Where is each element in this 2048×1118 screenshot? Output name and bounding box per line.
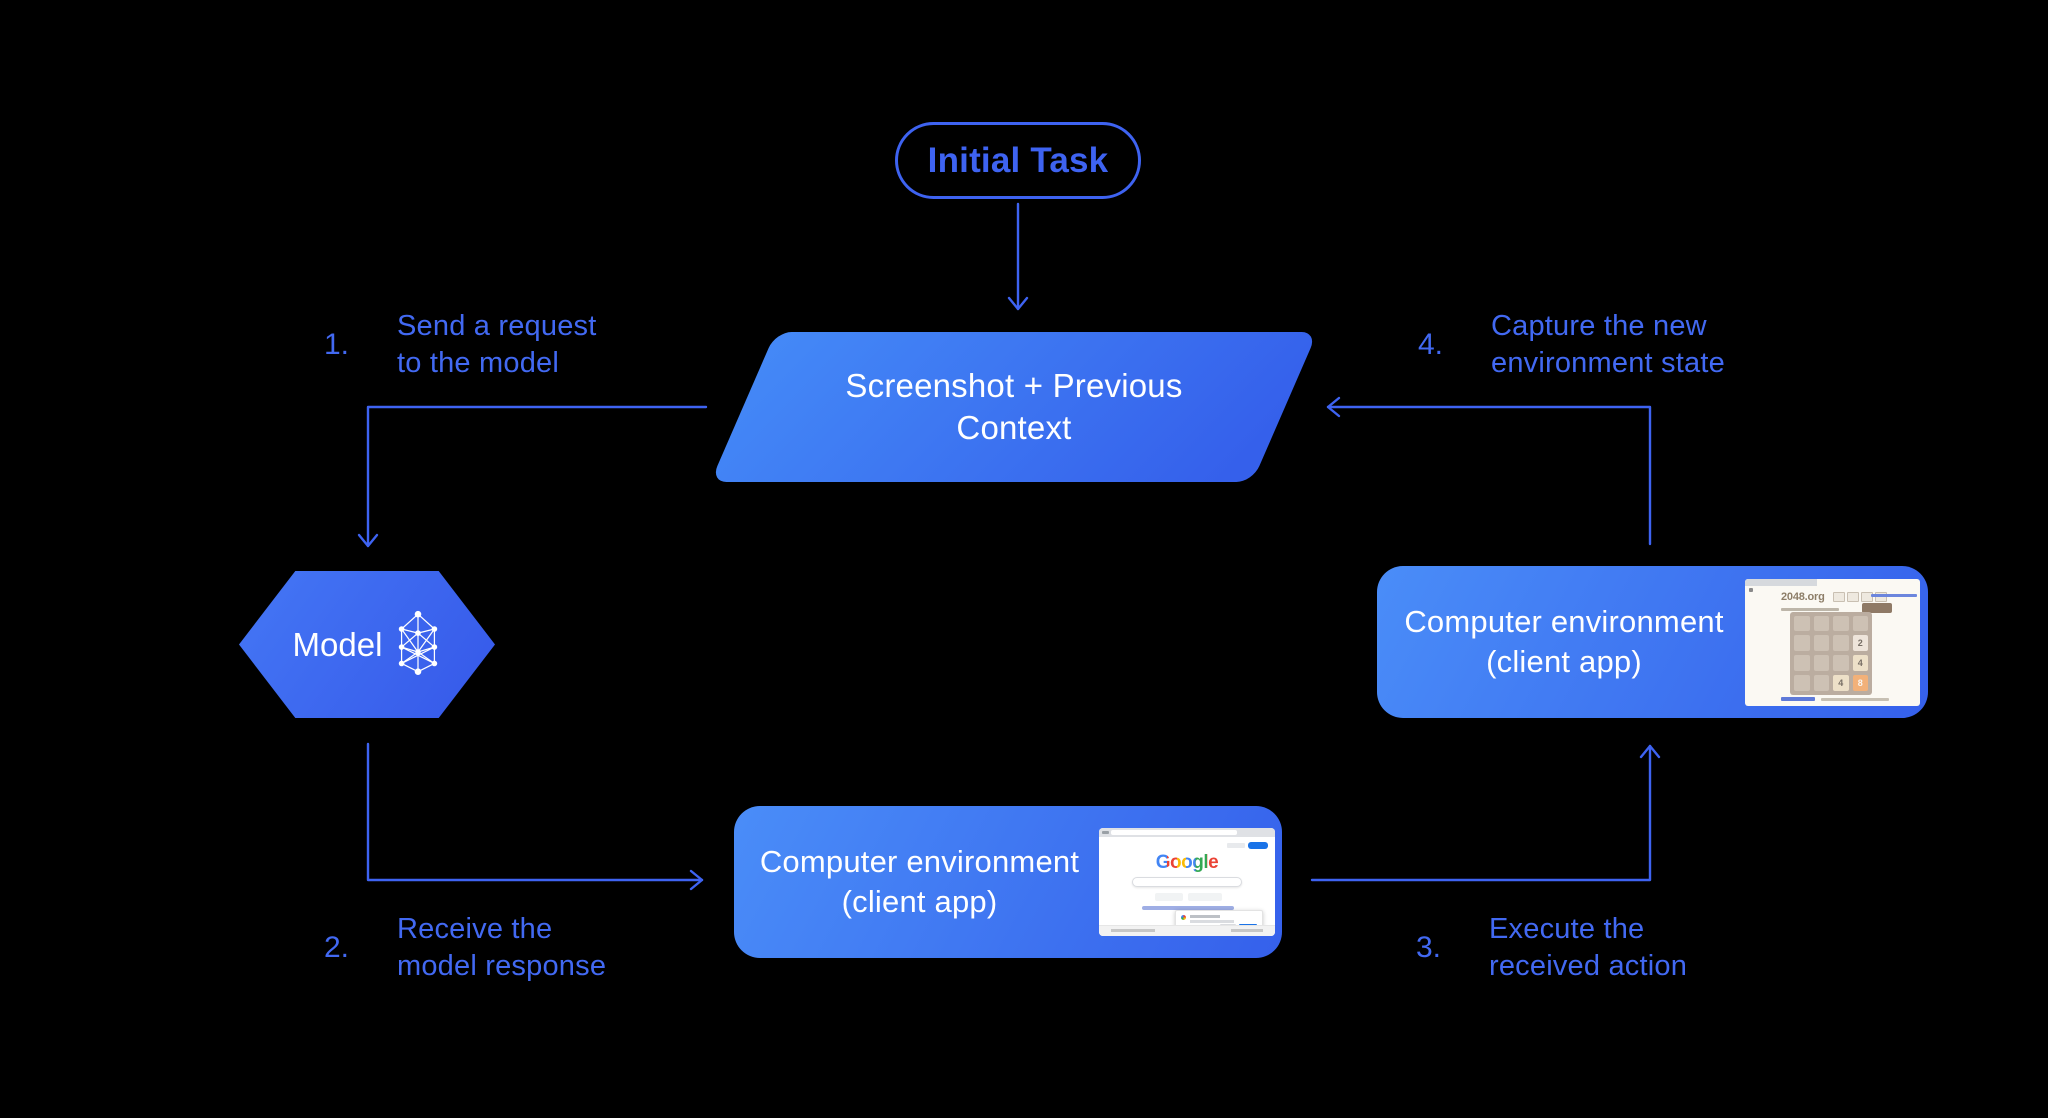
browser-menu-icons bbox=[1227, 843, 1245, 848]
grid-cell bbox=[1852, 615, 1868, 632]
initial-task-label: Initial Task bbox=[927, 140, 1109, 180]
google-search-screenshot: Google bbox=[1099, 828, 1275, 936]
dialog-text-line bbox=[1190, 920, 1234, 923]
arrow-env-to-context bbox=[1326, 396, 1652, 546]
window-controls bbox=[1102, 831, 1109, 834]
grid-cell bbox=[1833, 615, 1849, 632]
computer-environment-node-bottom: Computer environment (client app) Google bbox=[734, 806, 1282, 958]
browser-tab bbox=[1745, 578, 1817, 586]
dialog-icon bbox=[1181, 915, 1186, 920]
google-search-button bbox=[1155, 893, 1183, 901]
tile-4: 4 bbox=[1852, 655, 1868, 671]
footer-links-right bbox=[1231, 929, 1263, 932]
step-number: 1. bbox=[324, 328, 350, 361]
step-4-annotation: 4. Capture the new environment state bbox=[1418, 308, 1725, 382]
search-box bbox=[1132, 877, 1242, 887]
step-text: Capture the new environment state bbox=[1491, 310, 1725, 379]
arrow-env-to-env bbox=[1310, 744, 1661, 882]
neural-network-icon bbox=[399, 610, 438, 675]
game-grid: 2 4 4 8 bbox=[1790, 611, 1872, 695]
grid-cell bbox=[1813, 615, 1829, 632]
step-text: Execute the received action bbox=[1489, 913, 1688, 982]
computer-environment-label: Computer environment (client app) bbox=[759, 844, 1080, 919]
tile-2: 2 bbox=[1852, 635, 1868, 651]
grid-cell bbox=[1794, 615, 1810, 632]
arrow-context-to-model bbox=[357, 405, 708, 548]
tagline-text bbox=[1781, 607, 1839, 611]
new-game-button bbox=[1862, 602, 1892, 613]
sign-in-button bbox=[1248, 842, 1268, 849]
step-number: 3. bbox=[1416, 931, 1442, 964]
grid-cell bbox=[1794, 674, 1810, 691]
feeling-lucky-button bbox=[1188, 893, 1222, 901]
dialog-text-line bbox=[1190, 915, 1220, 918]
tile-8: 8 bbox=[1852, 674, 1868, 691]
computer-environment-label: Computer environment (client app) bbox=[1404, 604, 1724, 679]
screenshot-context-label: Screenshot + Previous Context bbox=[845, 367, 1183, 446]
step-number: 2. bbox=[324, 931, 350, 964]
step-number: 4. bbox=[1418, 328, 1444, 361]
model-label: Model bbox=[292, 625, 383, 663]
step-text: Send a request to the model bbox=[397, 310, 597, 379]
step-2-annotation: 2. Receive the model response bbox=[324, 911, 606, 985]
step-1-annotation: 1. Send a request to the model bbox=[324, 308, 597, 382]
back-icon bbox=[1749, 587, 1753, 592]
grid-cell bbox=[1833, 635, 1849, 651]
initial-task-node: Initial Task bbox=[895, 122, 1141, 199]
step-3-annotation: 3. Execute the received action bbox=[1416, 911, 1687, 985]
grid-cell bbox=[1813, 655, 1829, 671]
site-title: 2048.org bbox=[1781, 590, 1825, 603]
model-node: Model bbox=[239, 571, 495, 718]
grid-cell bbox=[1813, 674, 1829, 691]
google-logo: Google bbox=[1155, 852, 1219, 873]
language-links bbox=[1142, 906, 1234, 910]
page-footer bbox=[1099, 925, 1275, 936]
footer-text bbox=[1821, 697, 1889, 701]
address-bar bbox=[1111, 830, 1237, 835]
footer-links-left bbox=[1111, 929, 1155, 932]
computer-environment-node-right: Computer environment (client app) 2048.o… bbox=[1377, 566, 1928, 718]
game-2048-screenshot: 2048.org 2 4 bbox=[1745, 578, 1920, 706]
grid-cell bbox=[1813, 635, 1829, 651]
step-text: Receive the model response bbox=[397, 913, 607, 982]
score-box bbox=[1833, 591, 1845, 602]
score-box bbox=[1861, 591, 1873, 602]
score-box bbox=[1875, 591, 1887, 602]
arrow-model-to-env bbox=[366, 742, 704, 891]
top-links bbox=[1871, 593, 1917, 597]
grid-cell bbox=[1794, 635, 1810, 651]
arrow-task-to-context bbox=[1007, 202, 1029, 311]
score-box bbox=[1847, 591, 1859, 602]
grid-cell bbox=[1833, 655, 1849, 671]
tile-4: 4 bbox=[1833, 674, 1849, 691]
grid-cell bbox=[1794, 655, 1810, 671]
score-boxes bbox=[1833, 591, 1887, 602]
footer-link bbox=[1781, 696, 1815, 701]
